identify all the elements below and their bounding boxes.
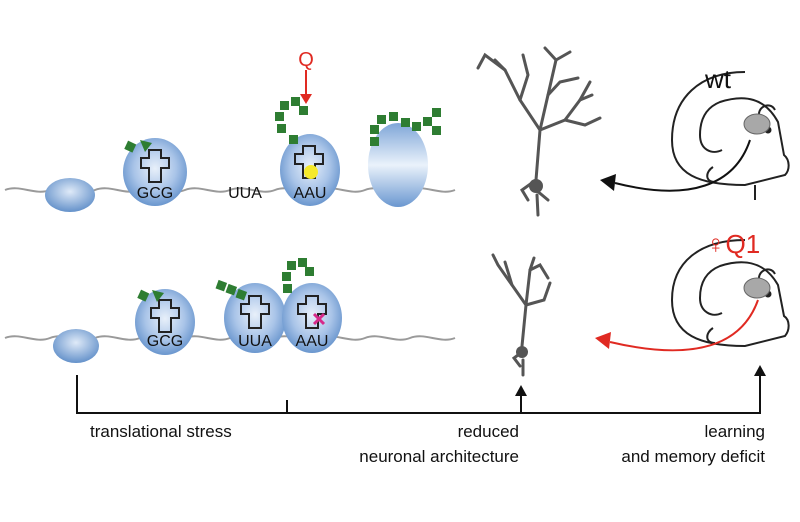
neuron-full <box>476 46 602 217</box>
learning-label: learning <box>705 422 766 441</box>
bottom-codon-aau: AAU <box>296 333 329 350</box>
peptide-chain <box>282 258 314 293</box>
peptide-chain <box>370 108 441 146</box>
mouse-wt-label: wt <box>704 64 732 94</box>
trna-icon <box>294 145 324 179</box>
top-codon-aau: AAU <box>294 185 327 202</box>
trna-icon <box>150 299 180 333</box>
q-arrow <box>300 70 312 104</box>
peptide-chain <box>215 279 248 301</box>
bottom-ribosome-gcg <box>135 289 195 355</box>
trna-icon <box>297 295 327 329</box>
bottom-small-ribosome <box>53 329 99 363</box>
mouse-q1-label: ♀Q1 <box>706 229 760 259</box>
neuron-reduced <box>491 253 552 377</box>
top-small-ribosome <box>45 178 95 212</box>
peptide-chain <box>275 97 308 144</box>
top-codon-uua: UUA <box>228 185 262 202</box>
bottom-codon-uua: UUA <box>238 333 272 350</box>
mouse-q1-brain-icon <box>743 277 771 299</box>
translational-stress-label: translational stress <box>90 422 232 441</box>
bottom-codon-gcg: GCG <box>147 333 183 350</box>
neuronal-architecture-label: neuronal architecture <box>359 447 519 466</box>
q-label: Q <box>298 49 314 71</box>
neuron-up-arrowhead <box>515 385 527 396</box>
trna-icon <box>140 149 170 183</box>
bottom-ribosome-uua <box>215 279 286 353</box>
bottom-ribosome-aau <box>282 258 342 353</box>
top-ribosome-large <box>368 108 441 207</box>
memory-deficit-label: and memory deficit <box>621 447 765 466</box>
learning-up-arrowhead <box>754 365 766 376</box>
mouse-wt-brain-icon <box>743 113 771 135</box>
wt-arrow <box>600 139 751 192</box>
top-ribosome-aau <box>275 97 340 206</box>
top-ribosome-gcg <box>123 138 187 206</box>
yellow-dot <box>304 165 318 179</box>
peptide-chain <box>137 289 164 302</box>
top-codon-gcg: GCG <box>137 185 173 202</box>
peptide-chain <box>124 140 152 153</box>
reduced-label: reduced <box>458 422 519 441</box>
q1-arrow <box>595 299 759 352</box>
outcome-bracket <box>76 372 761 414</box>
mutation-mark <box>312 312 326 326</box>
trna-icon <box>240 295 270 329</box>
